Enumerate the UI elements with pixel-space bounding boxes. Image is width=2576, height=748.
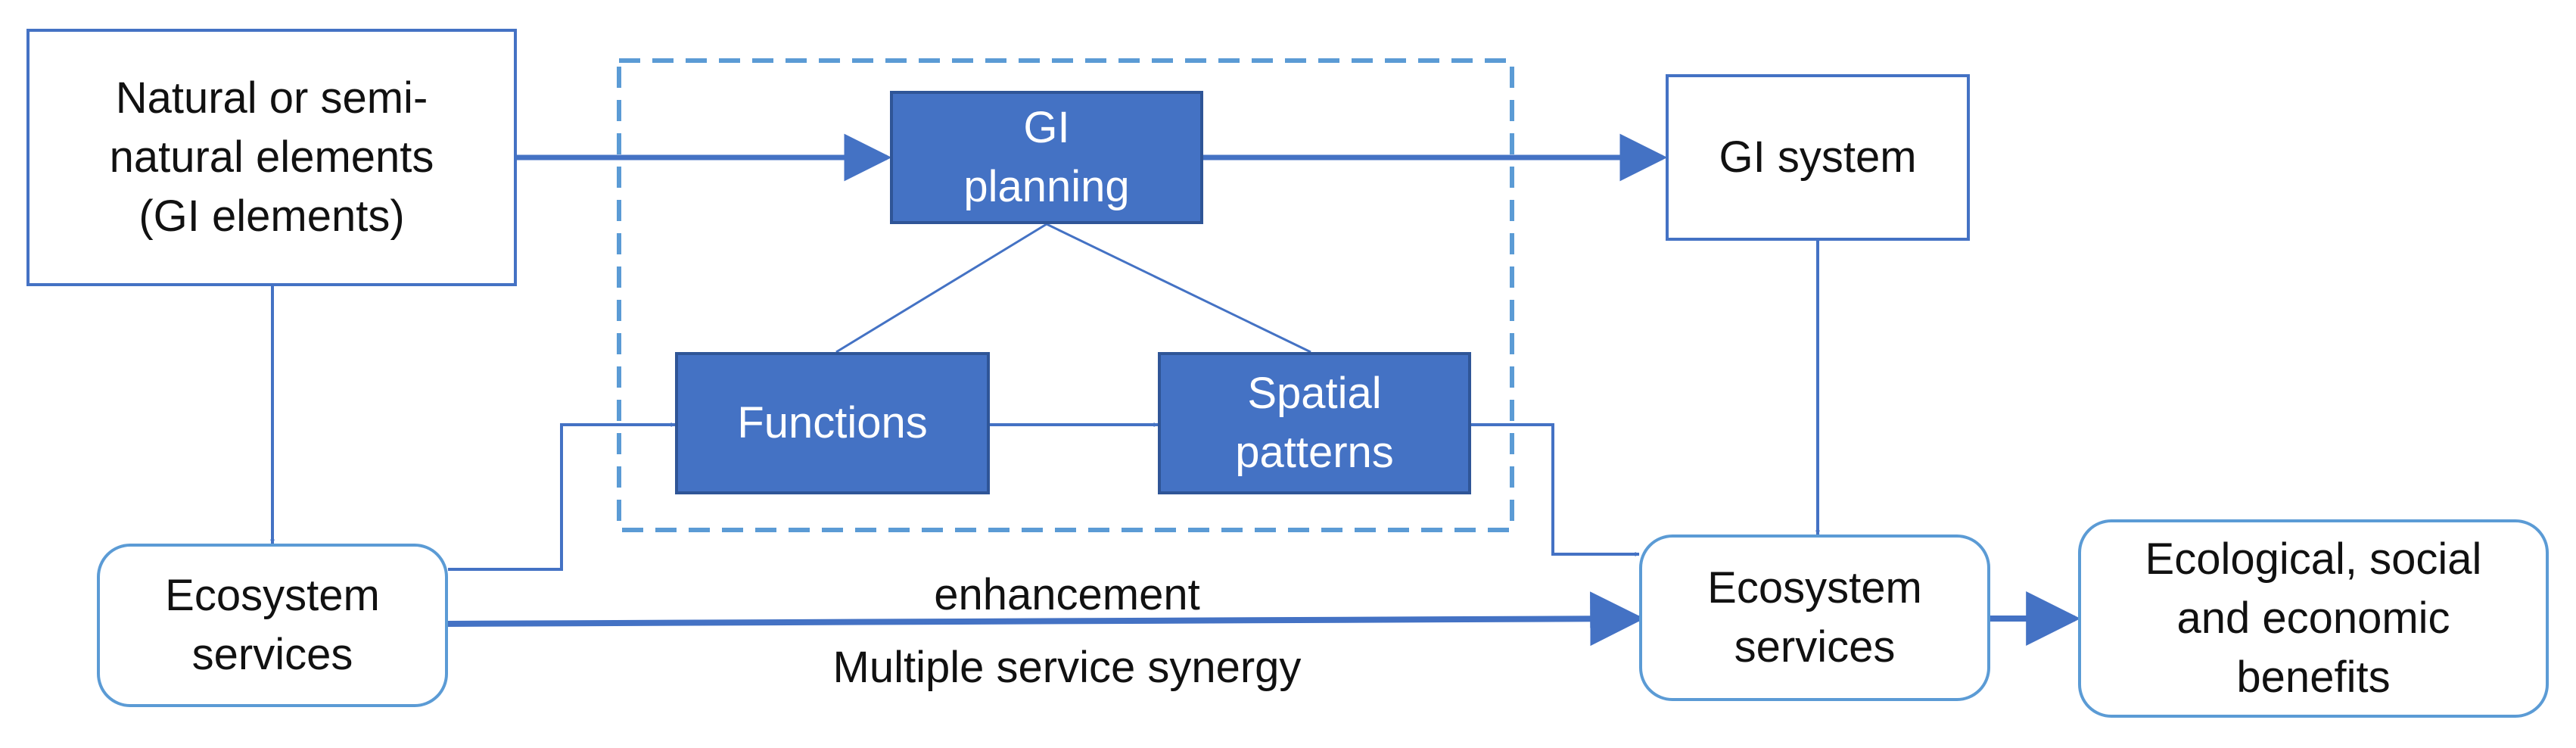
ecosystem-services-right-box: Ecosystem services: [1639, 535, 1990, 701]
link-planning-spatial: [1046, 223, 1311, 354]
ecosystem-services-right-line-2: services: [1734, 622, 1896, 672]
gi-planning-line-2: planning: [963, 162, 1130, 211]
spatial-patterns-line-2: patterns: [1235, 428, 1394, 477]
arrow-services-enhancement: [447, 591, 1645, 647]
synergy-label: Multiple service synergy: [832, 643, 1302, 692]
benefits-line-1: Ecological, social: [2145, 535, 2482, 584]
benefits-box: Ecological, social and economic benefits: [2078, 519, 2549, 718]
ecosystem-services-left-line-1: Ecosystem: [165, 571, 380, 620]
natural-elements-line-2: natural elements: [109, 132, 434, 182]
arrow-services-to-functions: [448, 422, 676, 571]
link-planning-functions: [835, 223, 1047, 354]
gi-planning-box: GI planning: [890, 91, 1203, 224]
benefits-line-2: and economic: [2176, 594, 2450, 643]
enhancement-label: enhancement: [934, 570, 1200, 619]
gi-planning-group-outline: [617, 58, 1514, 532]
spatial-patterns-box: Spatial patterns: [1158, 352, 1471, 494]
benefits-line-3: benefits: [2236, 653, 2391, 702]
natural-elements-box: Natural or semi- natural elements (GI el…: [26, 29, 517, 286]
gi-planning-line-1: GI: [1023, 103, 1070, 152]
functions-label: Functions: [737, 398, 928, 447]
natural-elements-line-1: Natural or semi-: [115, 73, 428, 123]
gi-system-label: GI system: [1719, 132, 1917, 182]
functions-box: Functions: [675, 352, 990, 494]
ecosystem-services-left-line-2: services: [191, 630, 353, 679]
ecosystem-services-left-box: Ecosystem services: [97, 544, 448, 707]
natural-elements-line-3: (GI elements): [138, 192, 405, 241]
gi-system-box: GI system: [1666, 74, 1970, 241]
spatial-patterns-line-1: Spatial: [1247, 369, 1382, 418]
arrow-spatial-to-services: [1471, 423, 1640, 556]
ecosystem-services-right-line-1: Ecosystem: [1707, 563, 1922, 612]
